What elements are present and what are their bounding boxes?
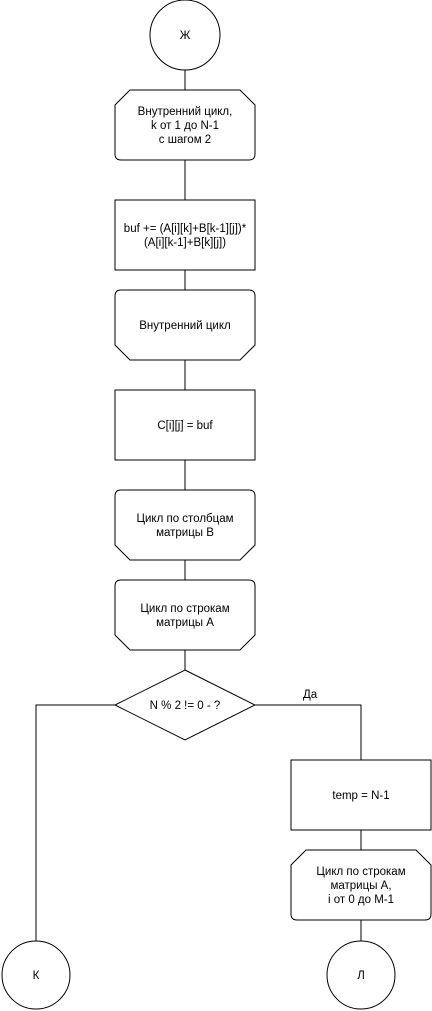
assign-c-process: C[i][j] = buf <box>114 389 256 461</box>
line-decision-no-branch <box>35 704 115 941</box>
buf-process-line1: buf += (A[i][k]+B[k-1][j])* <box>124 223 247 235</box>
connector-bottom-right-label: Л <box>357 970 365 982</box>
decision-condition: N % 2 != 0 - ? <box>150 700 221 712</box>
col-loop-end-line1: Цикл по столбцам <box>136 513 233 525</box>
buf-process: buf += (A[i][k]+B[k-1][j])* (A[i][k-1]+B… <box>114 199 256 271</box>
row-loop-start2-line2: матрицы A, <box>330 880 391 892</box>
row-loop-end-line2: матрицы A <box>156 617 214 629</box>
inner-loop-end-line1: Внутренний цикл <box>139 320 230 332</box>
inner-loop-start-line1: Внутренний цикл, <box>138 106 233 118</box>
col-loop-end-line2: матрицы B <box>156 527 214 539</box>
inner-loop-start-line2: k от 1 до N-1 <box>151 120 219 132</box>
connector-bottom-right: Л <box>326 940 396 1010</box>
temp-process: temp = N-1 <box>290 759 432 831</box>
temp-process-line1: temp = N-1 <box>332 790 389 802</box>
row-loop-end-line1: Цикл по строкам <box>140 603 229 615</box>
row-loop-end: Цикл по строкам матрицы A <box>114 579 256 651</box>
connector-bottom-left: К <box>1 940 71 1010</box>
connector-bottom-left-label: К <box>33 970 40 982</box>
decision-yes-label: Да <box>303 689 318 701</box>
inner-loop-start: Внутренний цикл, k от 1 до N-1 с шагом 2 <box>114 89 256 161</box>
buf-process-line2: (A[i][k-1]+B[k][j]) <box>144 237 226 249</box>
row-loop-start2: Цикл по строкам матрицы A, i от 0 до M-1 <box>290 849 432 921</box>
assign-c-line1: C[i][j] = buf <box>157 420 213 432</box>
row-loop-start2-line3: i от 0 до M-1 <box>328 894 394 906</box>
inner-loop-end: Внутренний цикл <box>114 289 256 361</box>
inner-loop-start-line3: с шагом 2 <box>159 134 211 146</box>
line-decision-yes-branch <box>255 704 362 760</box>
connector-top-label: Ж <box>180 30 191 42</box>
decision-diamond: N % 2 != 0 - ? <box>113 669 257 741</box>
col-loop-end: Цикл по столбцам матрицы B <box>114 489 256 561</box>
flow-lines <box>35 70 362 941</box>
connector-top: Ж <box>149 0 221 71</box>
row-loop-start2-line1: Цикл по строкам <box>316 866 405 878</box>
